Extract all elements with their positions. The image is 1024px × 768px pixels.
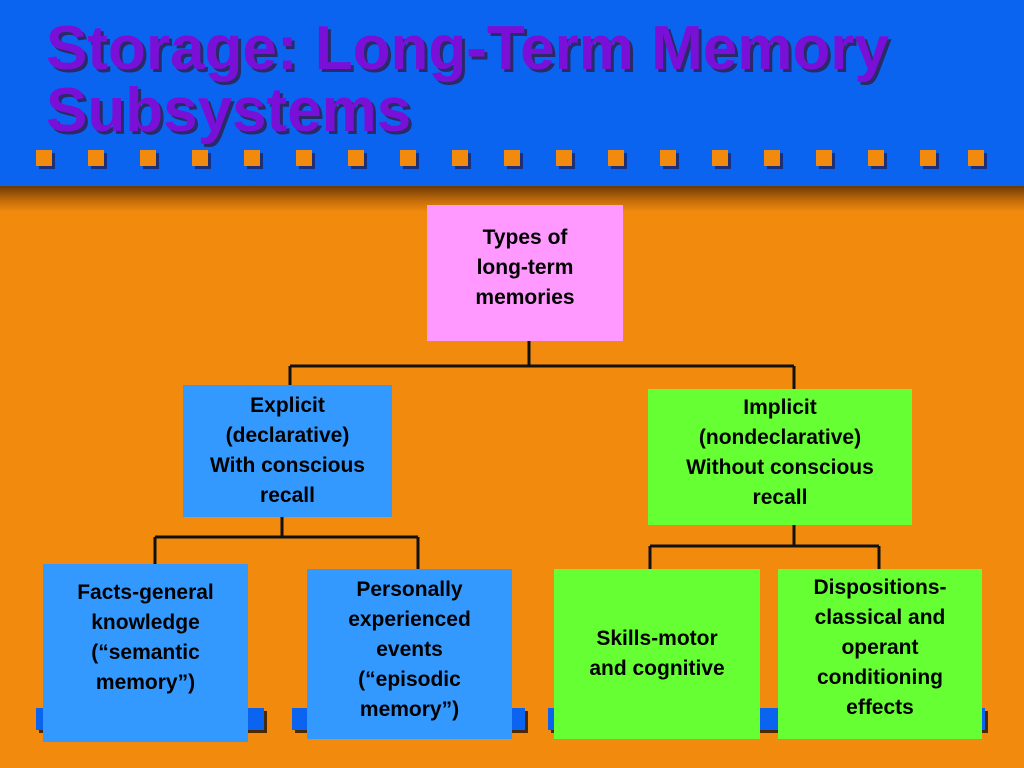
decorative-dot bbox=[556, 150, 572, 166]
slide-title: Storage: Long-Term Memory Subsystems bbox=[46, 18, 889, 142]
decorative-dot bbox=[504, 150, 520, 166]
decorative-dot bbox=[296, 150, 312, 166]
skills-node: Skills-motor and cognitive bbox=[554, 569, 760, 739]
episodic-memory-node: Personally experienced events (“episodic… bbox=[307, 569, 512, 739]
decorative-dot bbox=[660, 150, 676, 166]
decorative-dot bbox=[244, 150, 260, 166]
decorative-dot-row bbox=[36, 150, 986, 170]
decorative-dot bbox=[348, 150, 364, 166]
dispositions-node: Dispositions- classical and operant cond… bbox=[778, 569, 982, 739]
decorative-dot bbox=[452, 150, 468, 166]
decorative-dot bbox=[36, 150, 52, 166]
explicit-memory-node: Explicit (declarative) With conscious re… bbox=[183, 385, 392, 517]
implicit-memory-node: Implicit (nondeclarative) Without consci… bbox=[648, 389, 912, 525]
semantic-memory-node: Facts-general knowledge (“semantic memor… bbox=[43, 564, 248, 742]
decorative-dot bbox=[192, 150, 208, 166]
decorative-dot bbox=[712, 150, 728, 166]
decorative-dot bbox=[140, 150, 156, 166]
decorative-dot bbox=[88, 150, 104, 166]
decorative-dot bbox=[968, 150, 984, 166]
root-node-types-of-memories: Types of long-term memories bbox=[427, 205, 623, 341]
decorative-dot bbox=[764, 150, 780, 166]
decorative-dot bbox=[920, 150, 936, 166]
decorative-dot bbox=[608, 150, 624, 166]
decorative-dot bbox=[400, 150, 416, 166]
title-line-1: Storage: Long-Term Memory bbox=[46, 14, 889, 83]
decorative-dot bbox=[868, 150, 884, 166]
title-line-2: Subsystems bbox=[46, 76, 412, 145]
decorative-dot bbox=[816, 150, 832, 166]
